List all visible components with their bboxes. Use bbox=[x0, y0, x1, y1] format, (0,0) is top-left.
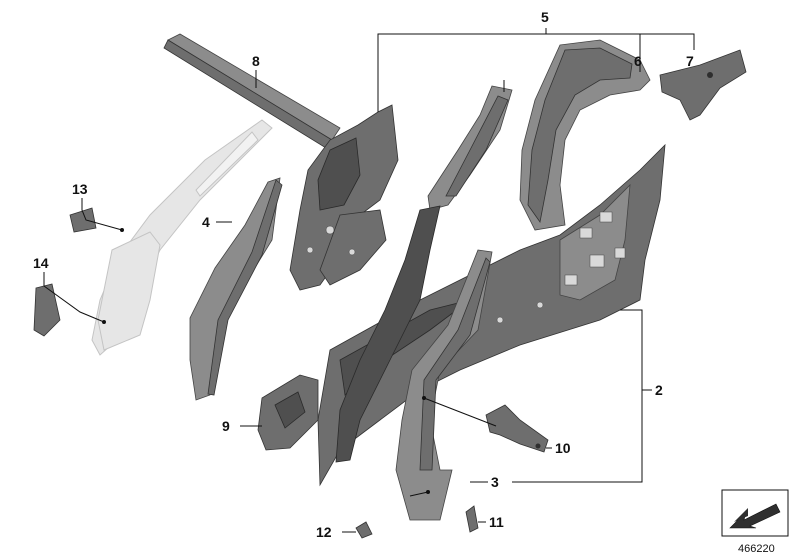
callout-6: 7 bbox=[686, 53, 694, 69]
callout-10: 11 bbox=[489, 514, 504, 530]
part-14-bracket bbox=[427, 85, 513, 211]
part-9-clip-bracket bbox=[485, 404, 549, 453]
callout-9: 10 bbox=[555, 440, 571, 456]
part-12-bracket bbox=[69, 207, 97, 233]
part-5-wheel-arch bbox=[519, 39, 651, 231]
part-2-b-pillar-lower bbox=[395, 249, 493, 521]
callout-13: 14 bbox=[33, 255, 49, 271]
reference-number: 466220 bbox=[738, 543, 775, 555]
part-13-bracket bbox=[33, 283, 61, 337]
ghost-a-pillar bbox=[91, 119, 273, 356]
callout-11: 12 bbox=[316, 524, 332, 540]
callout-12: 13 bbox=[72, 181, 88, 197]
callout-4: 5 bbox=[541, 9, 549, 25]
callout-3: 4 bbox=[202, 214, 210, 230]
callout-7: 8 bbox=[252, 53, 260, 69]
part-1-side-frame bbox=[317, 143, 666, 487]
leader-lines bbox=[43, 28, 695, 533]
part-4-inner-assembly bbox=[289, 104, 399, 291]
callout-labels: 5 6 7 8 13 4 14 2 9 10 3 11 12 bbox=[33, 9, 694, 540]
part-8-sill-bracket bbox=[257, 374, 319, 451]
view-direction-arrow-icon bbox=[721, 489, 789, 537]
part-3-pillar-reinforcement bbox=[189, 177, 283, 401]
callout-2: 3 bbox=[491, 474, 499, 490]
part-6-rear-bracket bbox=[659, 49, 747, 121]
callout-5: 6 bbox=[634, 53, 642, 69]
part-11-small-bracket bbox=[355, 521, 373, 539]
callout-8: 9 bbox=[222, 418, 230, 434]
callout-1: 2 bbox=[655, 382, 663, 398]
part-10-plate bbox=[465, 505, 479, 533]
